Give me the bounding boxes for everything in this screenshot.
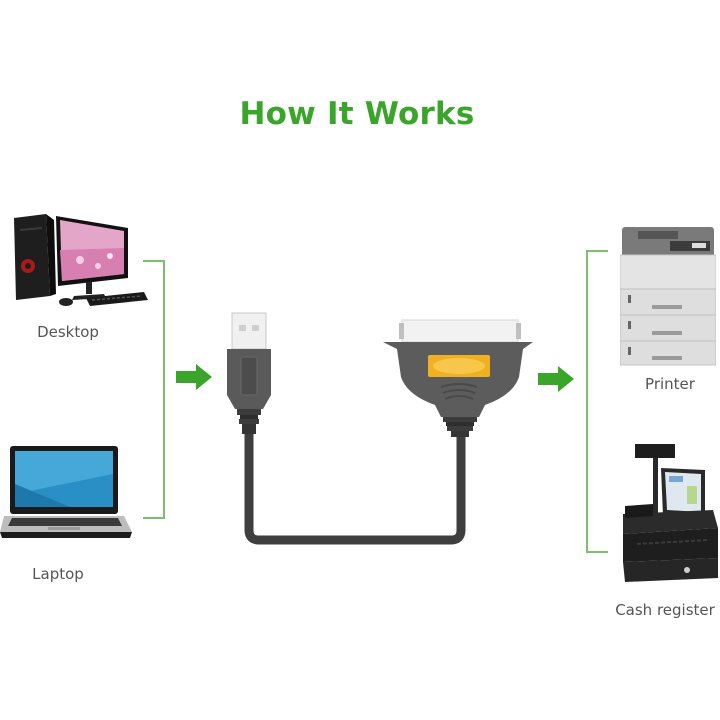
cash-register-icon (623, 444, 718, 582)
desktop-device (10, 210, 150, 310)
printer-icon (620, 227, 716, 366)
usb-to-parallel-adapter (215, 305, 535, 550)
desktop-label: Desktop (37, 323, 99, 341)
input-arrow (176, 364, 214, 390)
arrow-right-icon (176, 364, 212, 390)
page-title: How It Works (239, 96, 475, 132)
parallel-connector-icon (383, 319, 533, 437)
desktop-computer-icon (14, 214, 148, 306)
output-arrow (538, 366, 576, 392)
printer-device (620, 225, 716, 367)
laptop-device (0, 444, 135, 540)
cash-register-device (617, 444, 720, 584)
arrow-right-icon (538, 366, 574, 392)
laptop-label: Laptop (32, 565, 84, 583)
printer-label: Printer (645, 375, 695, 393)
laptop-icon (0, 446, 132, 538)
cash-register-label: Cash register (615, 601, 715, 619)
usb-plug-icon (227, 312, 271, 434)
